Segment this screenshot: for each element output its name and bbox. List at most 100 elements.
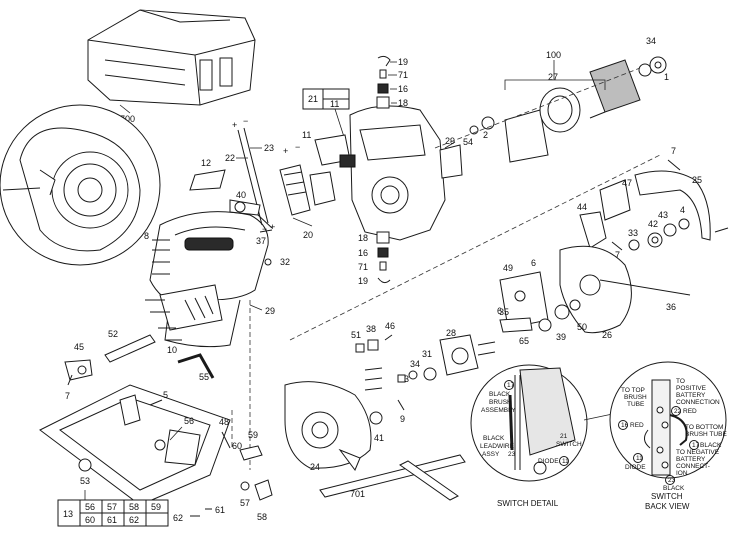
callout-18b: 18 <box>358 233 368 243</box>
callout-11: 11 <box>302 130 311 140</box>
table-cell: 62 <box>129 515 139 525</box>
box-label-21: 21 <box>308 94 318 104</box>
svg-text:+: + <box>283 146 288 156</box>
callout-7b: 7 <box>671 146 676 156</box>
knob-59 <box>239 445 263 461</box>
sd-callout-23: 23 <box>508 451 516 458</box>
svg-text:+: + <box>232 120 237 130</box>
svg-text:−: − <box>243 116 248 126</box>
parts-table-13: 13 56 57 58 59 60 61 62 <box>57 490 169 527</box>
sd-diode: DIODE <box>538 458 559 465</box>
callout-52: 52 <box>108 329 118 339</box>
gear-31 <box>423 367 437 381</box>
callout-27: 27 <box>548 72 558 82</box>
sd-black-brush-3: ASSEMBLY <box>481 407 516 414</box>
callout-57: 57 <box>240 498 250 508</box>
gear-41 <box>369 411 383 425</box>
callout-16b: 16 <box>358 248 368 258</box>
top-brush-parts <box>376 55 391 109</box>
sbv-to-neg-1: TO NEGATIVE <box>676 449 720 456</box>
handle-housing <box>149 211 269 348</box>
sbv-to-pos-2: POSITIVE <box>676 385 707 392</box>
sbv-black-2: BLACK <box>663 485 685 492</box>
sbv-to-pos-3: BATTERY <box>676 392 706 399</box>
callout-2: 2 <box>483 130 488 140</box>
callout-49: 49 <box>503 263 513 273</box>
callout-701: 701 <box>350 489 365 499</box>
sd-callout-11: 11 <box>562 458 569 465</box>
case-interior-detail <box>0 104 161 266</box>
box-label-11: 11 <box>330 99 339 109</box>
callout-100: 100 <box>546 50 561 60</box>
callout-24: 24 <box>310 462 320 472</box>
rip-fence <box>319 454 466 501</box>
sd-black-brush: BLACK <box>489 391 511 398</box>
sbv-callout-11: 11 <box>636 455 643 462</box>
callout-700: 700 <box>120 114 135 124</box>
carrying-case <box>87 9 256 106</box>
sbv-diode: DIODE <box>625 464 646 471</box>
callout-50: 50 <box>577 322 587 332</box>
svg-text:+: + <box>270 222 275 232</box>
sd-black-lead-2: LEADWIRE <box>480 443 515 450</box>
knob-58 <box>254 479 273 501</box>
callout-12: 12 <box>201 158 211 168</box>
callout-3: 3 <box>404 374 409 384</box>
switch-back-caption-1: SWITCH <box>651 492 683 501</box>
callout-18a: 18 <box>398 98 408 108</box>
sbv-callout-22: 22 <box>674 408 682 415</box>
callout-31: 31 <box>422 349 432 359</box>
callout-16a: 16 <box>398 84 408 94</box>
callout-46: 46 <box>385 321 395 331</box>
callout-29a: 29 <box>265 306 275 316</box>
callout-60: 60 <box>232 441 242 451</box>
callout-32: 32 <box>280 257 290 267</box>
upper-guard <box>599 170 711 241</box>
callout-37: 37 <box>256 236 266 246</box>
table-cell: 58 <box>129 502 139 512</box>
callout-55: 55 <box>199 372 209 382</box>
callout-8: 8 <box>144 231 149 241</box>
callout-54: 54 <box>463 137 473 147</box>
callout-48: 48 <box>219 417 229 427</box>
sd-callout-21: 21 <box>560 433 568 440</box>
switch-detail <box>470 364 588 482</box>
sbv-callout-16: 16 <box>621 422 629 429</box>
callout-26: 26 <box>602 330 612 340</box>
callout-23: 23 <box>264 143 274 153</box>
part-51 <box>355 343 365 353</box>
bottom-brush-parts <box>376 231 391 284</box>
motor-armature <box>469 56 667 163</box>
callout-10: 10 <box>167 345 177 355</box>
sbv-to-top-2: BRUSH <box>624 394 647 401</box>
motor-housing <box>349 105 463 241</box>
table-cell: 61 <box>107 515 117 525</box>
callout-7c: 7 <box>615 250 620 260</box>
callout-29b: 29 <box>445 136 455 146</box>
box-21-11: 21 11 <box>302 88 350 110</box>
callout-59: 59 <box>248 430 258 440</box>
sbv-callout-17: 17 <box>692 442 700 449</box>
callout-35: 35 <box>499 307 509 317</box>
callout-20: 20 <box>303 230 313 240</box>
sbv-to-neg-4: ION <box>676 470 688 477</box>
switch-back-caption-2: BACK VIEW <box>645 502 690 511</box>
sbv-to-pos-4: CONNECTION <box>676 399 720 406</box>
switch-back-view <box>609 361 727 479</box>
callout-71a: 71 <box>398 70 408 80</box>
table-cell: 60 <box>85 515 95 525</box>
sbv-to-top-1: TO TOP <box>621 387 645 394</box>
callout-45: 45 <box>74 342 84 352</box>
gearbox-28 <box>439 334 479 376</box>
lever-44 <box>579 211 607 249</box>
callout-58: 58 <box>257 512 267 522</box>
nut-32 <box>264 258 272 266</box>
callout-41: 41 <box>374 433 384 443</box>
callout-44: 44 <box>577 202 587 212</box>
callout-34a: 34 <box>646 36 656 46</box>
sd-switch: SWITCH <box>556 441 582 448</box>
sd-black-lead: BLACK <box>483 435 505 442</box>
callout-1: 1 <box>664 72 669 82</box>
terminal-block: + − <box>279 142 336 216</box>
callout-62: 62 <box>173 513 183 523</box>
